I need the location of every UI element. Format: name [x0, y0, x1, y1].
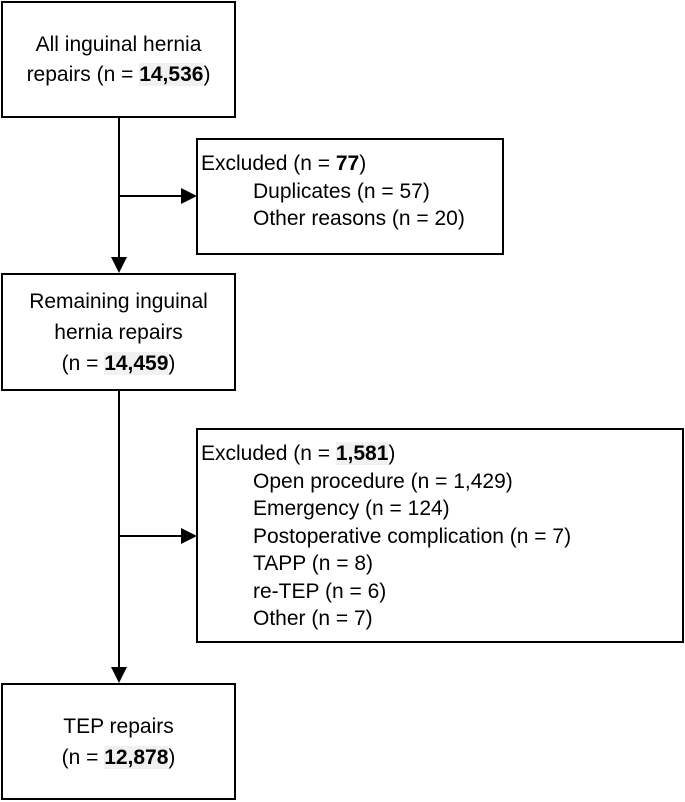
excluded-1-count: 77 [335, 152, 360, 175]
excluded-2-header-prefix: Excluded (n = [201, 442, 336, 465]
excluded-2-header-suffix: ) [388, 442, 396, 465]
excluded-box-2: Excluded (n = 1,581) Open procedure (n =… [196, 428, 684, 643]
excluded-1-header-suffix: ) [359, 152, 367, 175]
excluded-1-header: Excluded (n = 77) [201, 150, 502, 178]
remaining-line3-prefix: (n = [61, 351, 105, 375]
excluded-2-item: Emergency (n = 124) [253, 497, 450, 520]
tep-repairs-line2: (n = 12,878) [61, 742, 176, 773]
remaining-line3: (n = 14,459) [61, 348, 176, 379]
excluded-box-1: Excluded (n = 77) Duplicates (n = 57) Ot… [196, 138, 504, 255]
remaining-line1: Remaining inguinal [29, 289, 208, 313]
tep-repairs-line2-suffix: ) [168, 745, 176, 769]
all-repairs-box: All inguinal hernia repairs (n = 14,536) [1, 1, 236, 118]
excluded-2-item: TAPP (n = 8) [253, 552, 374, 575]
excluded-2-header: Excluded (n = 1,581) [201, 440, 682, 468]
excluded-1-header-prefix: Excluded (n = [201, 152, 336, 175]
excluded-1-item: Other reasons (n = 20) [253, 207, 465, 230]
arrowhead-to-remaining [111, 257, 127, 273]
excluded-2-item: re-TEP (n = 6) [253, 579, 387, 603]
all-repairs-count: 14,536 [139, 62, 204, 86]
tep-repairs-line1: TEP repairs [63, 714, 174, 738]
excluded-2-item: Other (n = 7) [253, 607, 373, 630]
arrowhead-to-excluded-1 [181, 188, 197, 204]
arrowhead-to-tep-repairs [111, 667, 127, 683]
tep-repairs-box: TEP repairs (n = 12,878) [1, 683, 236, 800]
remaining-box: Remaining inguinal hernia repairs (n = 1… [1, 273, 236, 391]
tep-repairs-count: 12,878 [104, 745, 169, 769]
excluded-2-item: Open procedure (n = 1,429) [253, 469, 513, 493]
excluded-2-count: 1,581 [335, 442, 389, 465]
remaining-line3-suffix: ) [168, 351, 176, 375]
excluded-1-item: Duplicates (n = 57) [253, 179, 430, 203]
all-repairs-line1: All inguinal hernia [35, 32, 202, 56]
all-repairs-line2-prefix: repairs (n = [26, 62, 140, 86]
remaining-line2: hernia repairs [54, 320, 183, 344]
remaining-count: 14,459 [104, 351, 169, 375]
excluded-2-item: Postoperative complication (n = 7) [253, 524, 572, 548]
arrowhead-to-excluded-2 [181, 528, 197, 544]
all-repairs-line2: repairs (n = 14,536) [26, 60, 211, 90]
all-repairs-line2-suffix: ) [203, 62, 211, 86]
tep-repairs-line2-prefix: (n = [61, 745, 105, 769]
